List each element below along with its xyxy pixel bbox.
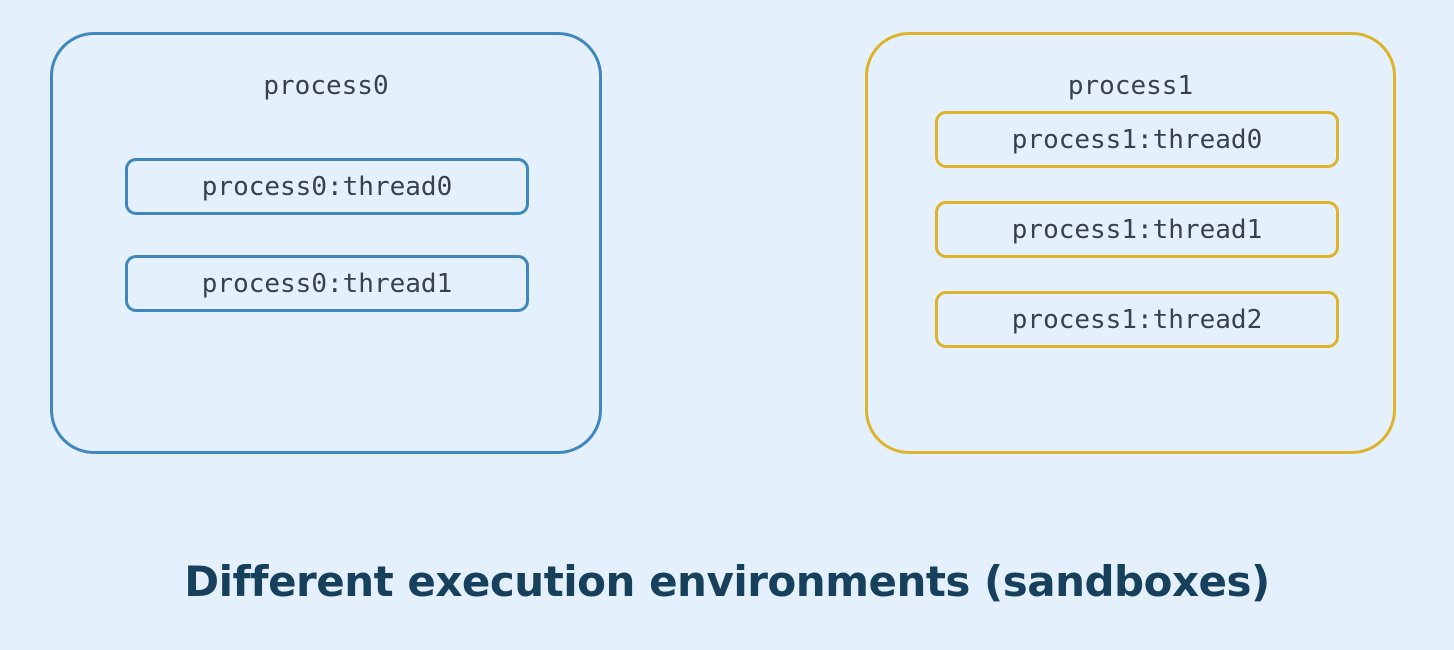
thread-box-process0-thread1: process0:thread1 [125, 255, 529, 312]
thread-label-process1-thread0: process1:thread0 [1011, 124, 1263, 155]
thread-label-process1-thread2: process1:thread2 [1011, 304, 1263, 335]
thread-box-process1-thread0: process1:thread0 [935, 111, 1339, 168]
thread-box-process0-thread0: process0:thread0 [125, 158, 529, 215]
process-title-process0: process0 [263, 71, 389, 101]
thread-label-process0-thread0: process0:thread0 [201, 171, 453, 202]
thread-label-process0-thread1: process0:thread1 [201, 268, 453, 299]
thread-box-process1-thread1: process1:thread1 [935, 201, 1339, 258]
thread-box-process1-thread2: process1:thread2 [935, 291, 1339, 348]
process-container-process1: process1 process1:thread0 process1:threa… [865, 32, 1396, 454]
thread-label-process1-thread1: process1:thread1 [1011, 214, 1263, 245]
diagram-caption: Different execution environments (sandbo… [184, 557, 1270, 606]
process-title-process1: process1 [1067, 71, 1194, 101]
process-container-process0: process0 process0:thread0 process0:threa… [50, 32, 602, 454]
